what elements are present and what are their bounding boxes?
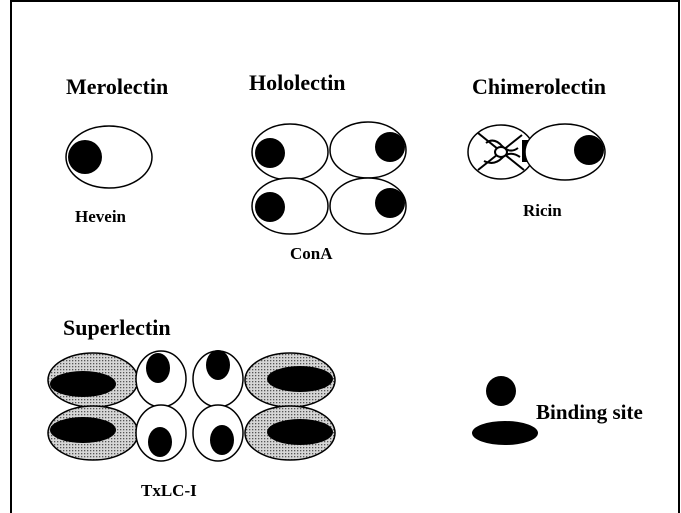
superlectin-binding-site-2 — [206, 350, 230, 380]
legend-large-site — [472, 421, 538, 445]
merolectin-title: Merolectin — [66, 76, 168, 98]
superlectin-title: Superlectin — [63, 317, 171, 339]
superlectin-large-site-4 — [267, 419, 333, 445]
merolectin-binding-site — [68, 140, 102, 174]
chimerolectin-domains — [468, 124, 605, 180]
superlectin-binding-site-3 — [148, 427, 172, 457]
legend-small-site — [486, 376, 516, 406]
superlectin-large-site-3 — [50, 417, 116, 443]
chimerolectin-binding-site — [574, 135, 604, 165]
superlectin-example: TxLC-I — [141, 482, 197, 499]
hololectin-binding-site-4 — [375, 188, 405, 218]
hololectin-binding-site-2 — [375, 132, 405, 162]
hololectin-binding-site-1 — [255, 138, 285, 168]
superlectin-binding-site-4 — [210, 425, 234, 455]
merolectin-domain — [66, 126, 152, 188]
hololectin-domains — [252, 122, 406, 234]
legend-binding-site-label: Binding site — [536, 402, 643, 423]
superlectin-large-site-1 — [50, 371, 116, 397]
merolectin-example: Hevein — [75, 208, 126, 225]
hololectin-title: Hololectin — [249, 72, 346, 94]
superlectin-binding-site-1 — [146, 353, 170, 383]
hololectin-binding-site-3 — [255, 192, 285, 222]
chimerolectin-example: Ricin — [523, 202, 562, 219]
legend-binding-site-symbol — [472, 376, 538, 445]
superlectin-domains — [48, 350, 335, 461]
superlectin-large-site-2 — [267, 366, 333, 392]
hololectin-example: ConA — [290, 245, 333, 262]
chimerolectin-title: Chimerolectin — [472, 76, 606, 98]
